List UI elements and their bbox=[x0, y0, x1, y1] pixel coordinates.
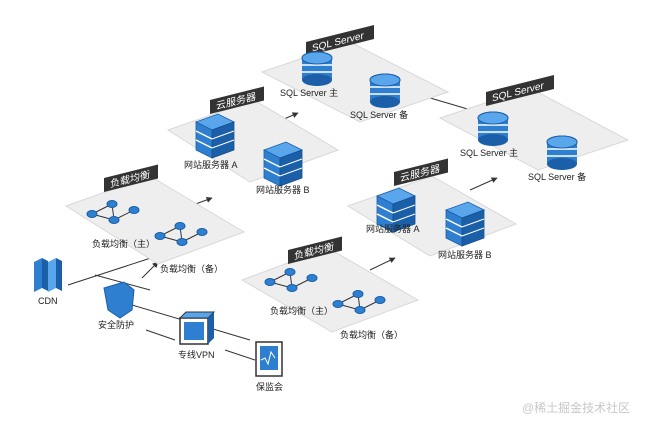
node-vpn: 专线VPN bbox=[178, 311, 216, 360]
zone-lb-left: 负载均衡 负载均衡（主） 负载均衡（备） bbox=[64, 164, 246, 274]
vpn-icon bbox=[178, 311, 216, 345]
shield-icon bbox=[103, 281, 135, 319]
platform bbox=[64, 175, 246, 265]
node-label: CDN bbox=[38, 296, 58, 306]
node-label: 负载均衡（备） bbox=[340, 329, 403, 340]
zone-sql-right: SQL Server SQL Server 主 SQL Server 备 bbox=[438, 75, 630, 182]
zone-cloud-right: 云服务器 网站服务器 A 网站服务器 B bbox=[346, 158, 518, 260]
node-security: 安全防护 bbox=[98, 281, 135, 330]
node-label: 负载均衡（主） bbox=[92, 238, 155, 249]
monitor-icon bbox=[255, 341, 283, 377]
database-icon bbox=[477, 111, 509, 147]
node-label: SQL Server 备 bbox=[350, 109, 408, 120]
node-regulator: 保监会 bbox=[255, 341, 283, 392]
zone-lb-right: 负载均衡 负载均衡（主） 负载均衡（备） bbox=[240, 236, 420, 340]
watermark: @稀土掘金技术社区 bbox=[522, 400, 630, 415]
node-label: 网站服务器 B bbox=[256, 184, 310, 195]
node-label: 负载均衡（备） bbox=[160, 263, 223, 274]
node-label: 负载均衡（主） bbox=[270, 305, 333, 316]
server-rack-icon bbox=[195, 113, 235, 159]
database-icon bbox=[546, 135, 578, 171]
cdn-icon bbox=[34, 258, 62, 292]
server-rack-icon bbox=[445, 201, 485, 247]
node-label: 网站服务器 A bbox=[184, 159, 238, 170]
server-rack-icon bbox=[263, 141, 303, 187]
node-label: 网站服务器 B bbox=[438, 249, 492, 260]
node-label: 专线VPN bbox=[178, 349, 215, 360]
node-label: SQL Server 主 bbox=[280, 87, 338, 98]
node-label: SQL Server 备 bbox=[528, 171, 586, 182]
zone-sql-top: SQL Server SQL Server 主 SQL Server 备 bbox=[260, 25, 450, 123]
node-label: SQL Server 主 bbox=[460, 147, 518, 158]
database-icon bbox=[301, 51, 333, 87]
platform bbox=[240, 247, 420, 333]
database-icon bbox=[369, 73, 401, 109]
node-cdn: CDN bbox=[34, 258, 62, 306]
node-label: 安全防护 bbox=[98, 319, 134, 330]
node-label: 网站服务器 A bbox=[366, 223, 420, 234]
zone-cloud-left: 云服务器 网站服务器 A 网站服务器 B bbox=[166, 86, 340, 195]
node-label: 保监会 bbox=[256, 381, 283, 392]
platform bbox=[346, 175, 518, 257]
